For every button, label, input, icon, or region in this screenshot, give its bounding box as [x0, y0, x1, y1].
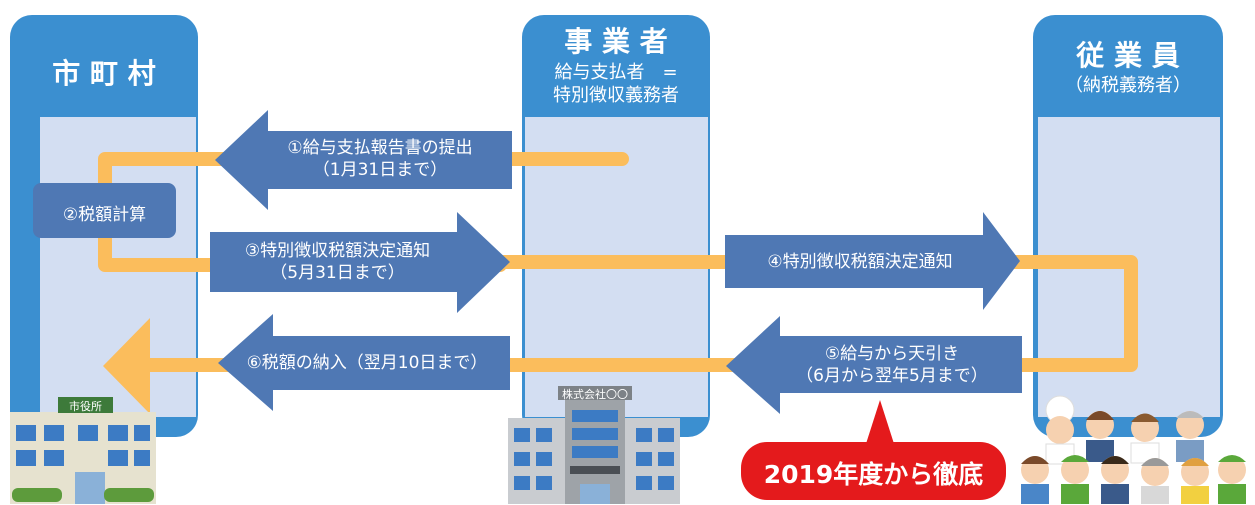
employer-column-subtitle-2: 特別徴収義務者 [553, 85, 679, 106]
step-1-deadline: （1月31日まで） [312, 160, 448, 180]
step-5-label: ⑤給与から天引き （6月から翌年5月まで） [772, 343, 1012, 387]
step-4-label: ④特別徴収税額決定通知 [767, 252, 953, 272]
employer-column-title: 事 業 者 [564, 25, 668, 58]
step-1-label: ①給与支払報告書の提出 （1月31日まで） [250, 137, 510, 181]
employer-column-subtitle-1: 給与支払者 = [554, 62, 678, 83]
step-5-period: （6月から翌年5月まで） [796, 366, 988, 386]
step-2-label: ②税額計算 [62, 205, 147, 225]
step-1-title: ①給与支払報告書の提出 [287, 138, 473, 158]
arrow-step-1 [215, 110, 512, 210]
step-3-title: ③特別徴収税額決定通知 [244, 241, 431, 261]
step-2-box [33, 183, 176, 238]
step-5-title: ⑤給与から天引き [824, 344, 960, 364]
step-6-label: ⑥税額の納入（翌月10日まで） [246, 353, 488, 373]
arrow-step-3 [210, 212, 510, 313]
arrow-step-4 [725, 212, 1020, 310]
arrow-step-5 [726, 316, 1022, 414]
callout-text: 2019年度から徹底 [763, 460, 984, 489]
step-3-deadline: （5月31日まで） [270, 263, 405, 283]
employee-column-subtitle: （納税義務者） [1065, 75, 1191, 96]
arrow-step-6 [218, 314, 510, 411]
city-hall-icon [10, 397, 156, 504]
city-hall-sign: 市役所 [69, 400, 102, 413]
city-column-title: 市 町 村 [52, 57, 156, 90]
workers-group-icon [1021, 395, 1246, 504]
company-sign: 株式会社〇〇 [562, 388, 628, 401]
callout-pointer [864, 400, 896, 450]
office-building-icon [508, 386, 680, 504]
employee-column-title: 従 業 員 [1076, 39, 1180, 72]
flow-arrowhead-left [103, 318, 150, 414]
callout-box [741, 442, 1006, 500]
step-3-label: ③特別徴収税額決定通知 （5月31日まで） [215, 240, 460, 284]
